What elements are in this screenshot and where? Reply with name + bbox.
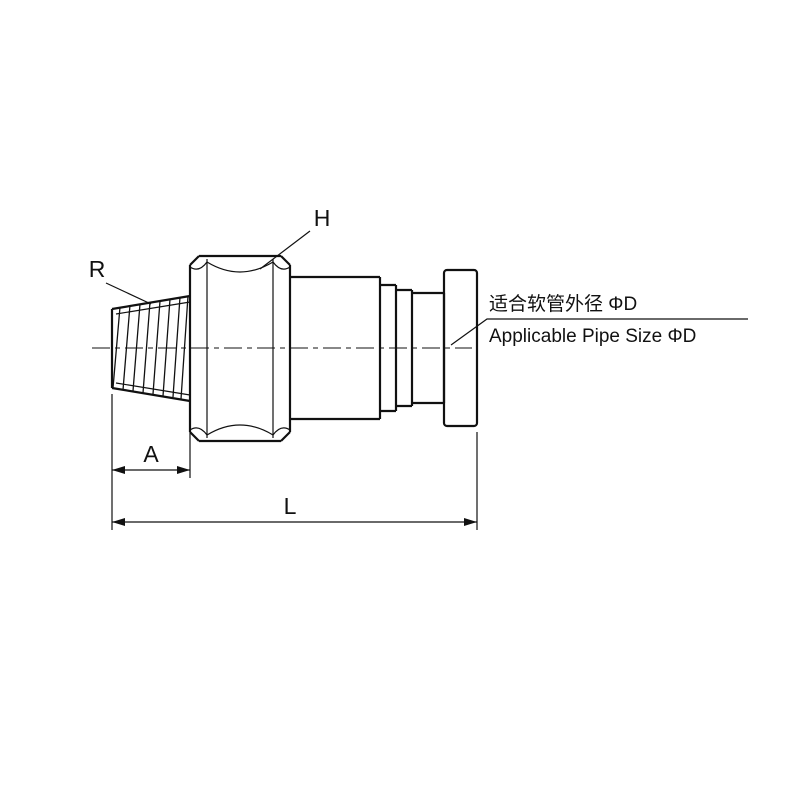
pipe-size-leader (450, 318, 748, 346)
end-flange-outline (442, 268, 479, 428)
dimension-a: A (111, 394, 191, 530)
dim-a-arrow-right (177, 466, 190, 474)
label-h: H (314, 205, 331, 231)
hex-chamfer-arcs (189, 261, 291, 436)
body-section (290, 275, 382, 421)
thread-section (110, 294, 191, 403)
hex-face-lines (206, 259, 274, 438)
hex-section (188, 254, 292, 443)
label-r: R (89, 256, 106, 282)
thread-outline (110, 294, 191, 403)
label-a: A (143, 441, 159, 467)
pipe-size-text-zh: 适合软管外径 ΦD (489, 293, 637, 315)
label-h-group: H (259, 205, 331, 270)
collar-ring-1 (380, 283, 398, 413)
label-r-group: R (89, 256, 152, 305)
pipe-size-text-en: Applicable Pipe Size ΦD (489, 326, 696, 347)
hex-outline (188, 254, 292, 443)
dim-a-arrow-left (112, 466, 125, 474)
collar-ring-2 (396, 288, 414, 408)
collar-rings (380, 283, 414, 413)
body-outline (290, 275, 382, 421)
leader-line-h (259, 230, 311, 270)
dim-l-arrow-left (112, 518, 125, 526)
dim-l-arrow-right (464, 518, 477, 526)
leader-line-r (105, 282, 152, 305)
dimension-l: L (112, 432, 478, 530)
end-flange (442, 268, 479, 428)
pipe-size-annotation: 适合软管外径 ΦD Applicable Pipe Size ΦD (450, 293, 748, 347)
label-l: L (284, 493, 297, 519)
thread-hatching (112, 295, 189, 400)
